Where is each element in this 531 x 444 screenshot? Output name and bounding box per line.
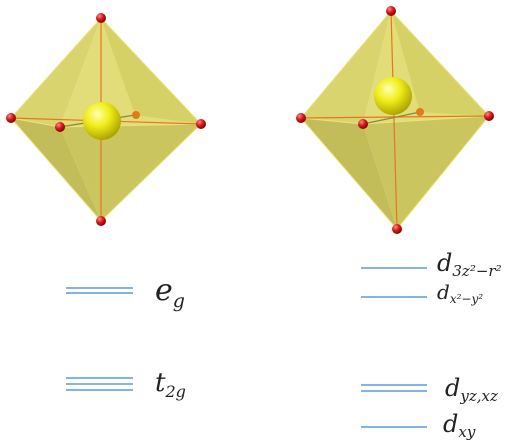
octa-right-edges [300, 10, 490, 230]
metal-center-right [374, 77, 412, 115]
ligand-west-right [296, 113, 306, 123]
dxy-label: dxy [443, 410, 476, 441]
eg-level-lines [66, 287, 133, 294]
octa-left-edges [10, 17, 202, 222]
ligand-top-right [386, 6, 396, 16]
t2g-level-lines [66, 377, 133, 391]
ligand-east-right [484, 111, 494, 121]
octa-right-bonds [300, 10, 490, 230]
ligand-west-left [6, 113, 16, 123]
ligand-front-left [55, 122, 65, 132]
ligand-bottom-left [96, 216, 106, 226]
d3z2-label: d3z²−r² [437, 249, 502, 280]
t2g-label: t2g [155, 368, 186, 401]
dyzxz-level-lines [361, 384, 427, 392]
metal-center-left [83, 102, 121, 140]
eg-label: eg [155, 273, 185, 312]
right-energy-levels [361, 267, 427, 428]
elongated-octahedron [296, 6, 494, 234]
dx2y2-label: dx²−y² [437, 280, 483, 306]
left-energy-levels [66, 287, 133, 391]
dyzxz-label: dyz,xz [445, 374, 498, 405]
ligand-back-right [416, 108, 424, 116]
ligand-top-left [96, 13, 106, 23]
ligand-back-left [132, 111, 140, 119]
regular-octahedron [6, 13, 206, 226]
octa-left-face-lower-right [60, 124, 201, 221]
ligand-east-left [196, 119, 206, 129]
ligand-front-right [358, 119, 368, 129]
octa-right-face-upper-left [301, 11, 391, 124]
ligand-bottom-right [392, 224, 402, 234]
octa-left-face-upper-left [11, 18, 101, 127]
